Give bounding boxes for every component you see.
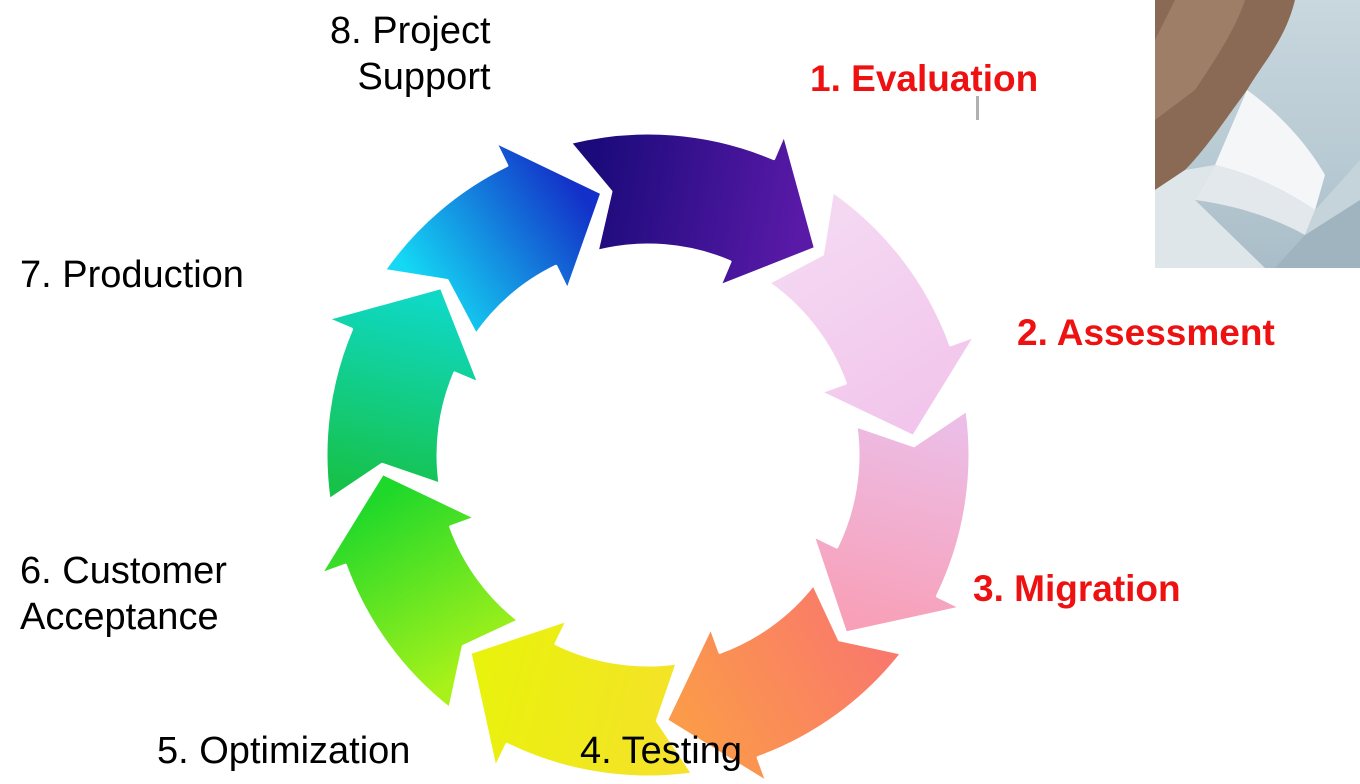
step-1-label: 1. Evaluation bbox=[810, 58, 1039, 99]
cycle-arrow-step-5 bbox=[468, 618, 695, 779]
step-4-label: 4. Testing bbox=[580, 730, 742, 772]
step-8-label-line1: 8. Project bbox=[330, 10, 491, 52]
business-photo bbox=[1155, 0, 1360, 268]
step-2-label: 2. Assessment bbox=[1017, 312, 1275, 353]
cycle-arrow-step-3 bbox=[811, 408, 972, 635]
step-8-label-line2: Support bbox=[357, 56, 491, 98]
cycle-arrow-step-4 bbox=[665, 582, 904, 784]
step-6-label: 6. Customer Acceptance bbox=[20, 548, 227, 640]
cycle-arrow-step-2 bbox=[766, 189, 977, 438]
divider-tick bbox=[976, 96, 979, 120]
step-8-label: 8. Project Support bbox=[330, 8, 491, 100]
cycle-arrow-step-8 bbox=[382, 140, 604, 337]
business-person-cuff-photo-icon bbox=[1155, 0, 1360, 268]
cycle-arrow-step-7 bbox=[324, 286, 481, 502]
step-3-label: 3. Migration bbox=[973, 568, 1181, 609]
step-6-label-line2: Acceptance bbox=[20, 596, 219, 638]
cycle-arrow-step-1 bbox=[568, 131, 817, 288]
step-6-label-line1: 6. Customer bbox=[20, 550, 227, 592]
step-7-label: 7. Production bbox=[20, 254, 244, 296]
cycle-arrow-step-6 bbox=[319, 472, 521, 711]
step-5-label: 5. Optimization bbox=[157, 730, 411, 772]
